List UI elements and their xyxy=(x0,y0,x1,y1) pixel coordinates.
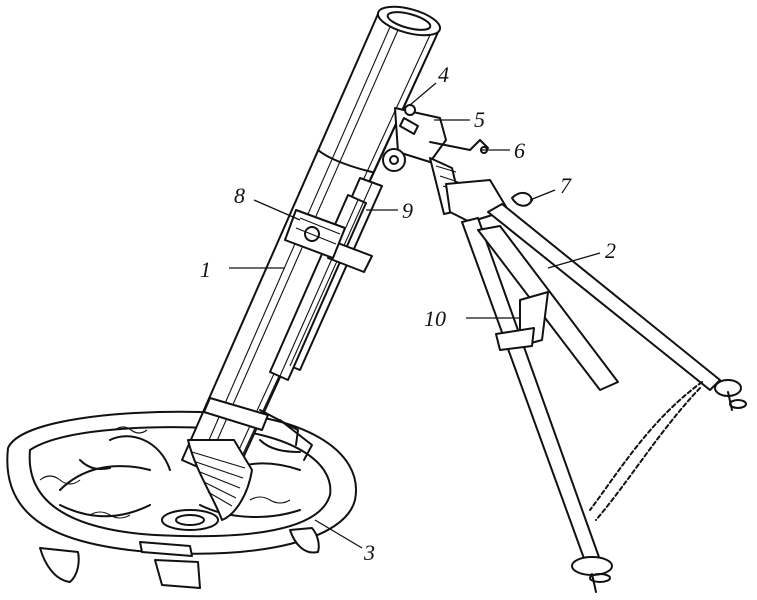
label-4: 4 xyxy=(438,62,449,87)
yoke-assembly xyxy=(382,104,533,223)
leader-lines xyxy=(229,82,601,549)
part-labels: 1 2 3 4 5 6 7 8 9 10 xyxy=(200,62,616,565)
barrel-collar xyxy=(284,209,346,259)
label-3: 3 xyxy=(363,540,375,565)
base-plate xyxy=(6,410,358,589)
label-6: 6 xyxy=(514,138,525,163)
label-9: 9 xyxy=(402,198,413,223)
leader-7 xyxy=(529,189,556,201)
leader-8 xyxy=(253,199,301,221)
bipod xyxy=(461,203,747,593)
label-8: 8 xyxy=(234,183,245,208)
label-7: 7 xyxy=(560,173,572,198)
leader-2 xyxy=(547,252,601,269)
label-2: 2 xyxy=(605,238,616,263)
leader-4 xyxy=(409,82,437,106)
leader-3 xyxy=(314,519,363,549)
label-1: 1 xyxy=(200,257,211,282)
shock-absorber xyxy=(269,177,383,381)
label-5: 5 xyxy=(474,107,485,132)
label-10: 10 xyxy=(424,306,446,331)
